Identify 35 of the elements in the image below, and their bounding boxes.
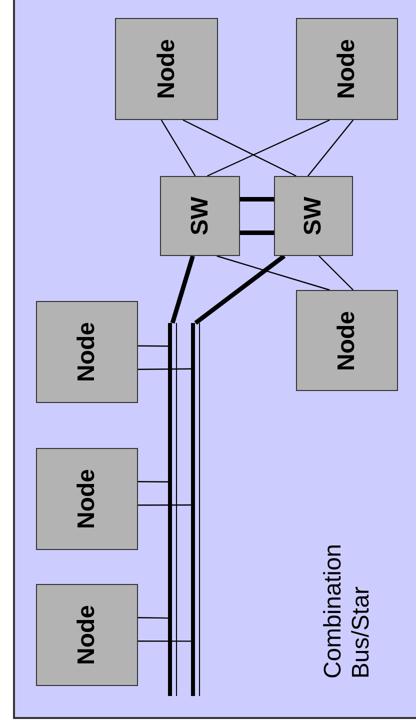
link-line [138, 481, 168, 482]
bus-line [191, 323, 200, 696]
node-box [296, 290, 398, 391]
node-label: Node [75, 469, 99, 529]
node-label: SW [188, 196, 212, 236]
thick-link-line [240, 196, 274, 202]
link-line [318, 256, 354, 290]
node-label: Node [335, 39, 359, 99]
bus-line [168, 323, 177, 696]
thick-link-line [170, 255, 195, 324]
caption-text: Combination Bus/Star [319, 542, 375, 679]
link-line [160, 120, 196, 176]
node-label: Node [75, 605, 99, 665]
link-line [308, 120, 354, 176]
link-line [138, 345, 168, 347]
node-box [274, 176, 353, 256]
node-box [36, 448, 138, 550]
node-box [36, 584, 138, 686]
node-label: Node [335, 310, 359, 370]
thick-link-line [240, 230, 274, 236]
link-line [138, 640, 191, 642]
link-line [206, 119, 330, 177]
link-line [182, 119, 296, 177]
node-box [296, 18, 398, 120]
link-line [216, 255, 330, 291]
node-label: Node [75, 322, 99, 382]
thick-link-line [194, 254, 286, 325]
node-box [160, 176, 240, 256]
node-box [36, 301, 138, 403]
node-box [115, 18, 218, 120]
node-label: Node [154, 39, 178, 99]
link-line [138, 368, 191, 370]
link-line [138, 504, 191, 506]
link-line [138, 617, 168, 619]
node-label: SW [302, 196, 326, 236]
